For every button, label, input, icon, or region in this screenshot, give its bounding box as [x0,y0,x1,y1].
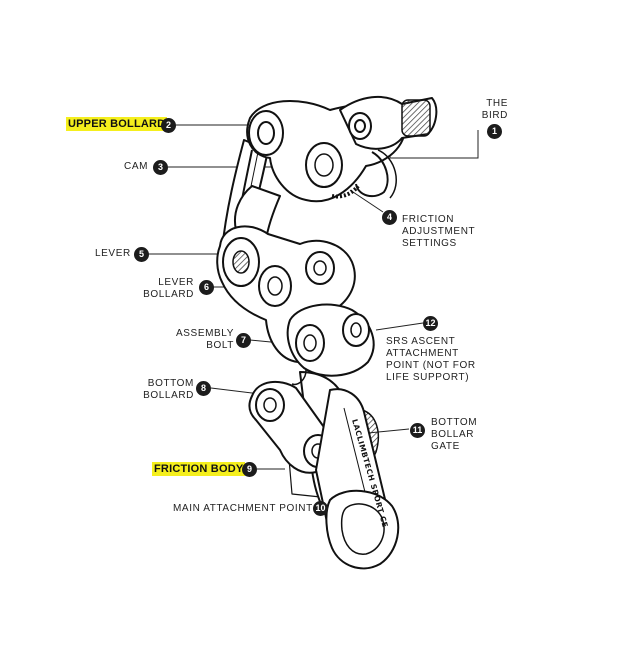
callout-label-cam: CAM [124,161,149,172]
callout-badge-lever: 5 [134,247,149,262]
callout-label-bottom-bollard-gate: BOTTOM BOLLAR GATE [431,417,478,452]
callout-label-lever: LEVER [95,248,131,259]
callout-badge-upper-bollard: 2 [161,118,176,133]
callout-badge-main-attachment: 10 [313,501,328,516]
callout-label-bottom-bollard: BOTTOM BOLLARD [143,378,194,401]
callout-label-lever-bollard: LEVER BOLLARD [143,277,194,300]
callout-badge-srs-ascent: 12 [423,316,438,331]
callout-label-the-bird: THE BIRD [481,98,508,121]
callout-label-friction-body: FRICTION BODY [152,462,246,476]
callout-badge-cam: 3 [153,160,168,175]
callout-badge-lever-bollard: 6 [199,280,214,295]
callout-badge-bottom-bollard: 8 [196,381,211,396]
device-body: LACLIMBTECH SPORT CE [216,95,438,570]
callout-label-srs-ascent: SRS ASCENT ATTACHMENT POINT (NOT FOR LIF… [386,336,476,383]
callout-badge-the-bird: 1 [487,124,502,139]
callout-badge-bottom-bollard-gate: 11 [410,423,425,438]
callout-label-upper-bollard: UPPER BOLLARD [66,117,168,131]
callout-badge-assembly-bolt: 7 [236,333,251,348]
callout-label-assembly-bolt: ASSEMBLY BOLT [176,328,234,351]
callout-label-friction-adjustment: FRICTION ADJUSTMENT SETTINGS [402,214,476,249]
callout-badge-friction-adjustment: 4 [382,210,397,225]
callout-badge-friction-body: 9 [242,462,257,477]
callout-label-main-attachment: MAIN ATTACHMENT POINT [173,503,313,514]
